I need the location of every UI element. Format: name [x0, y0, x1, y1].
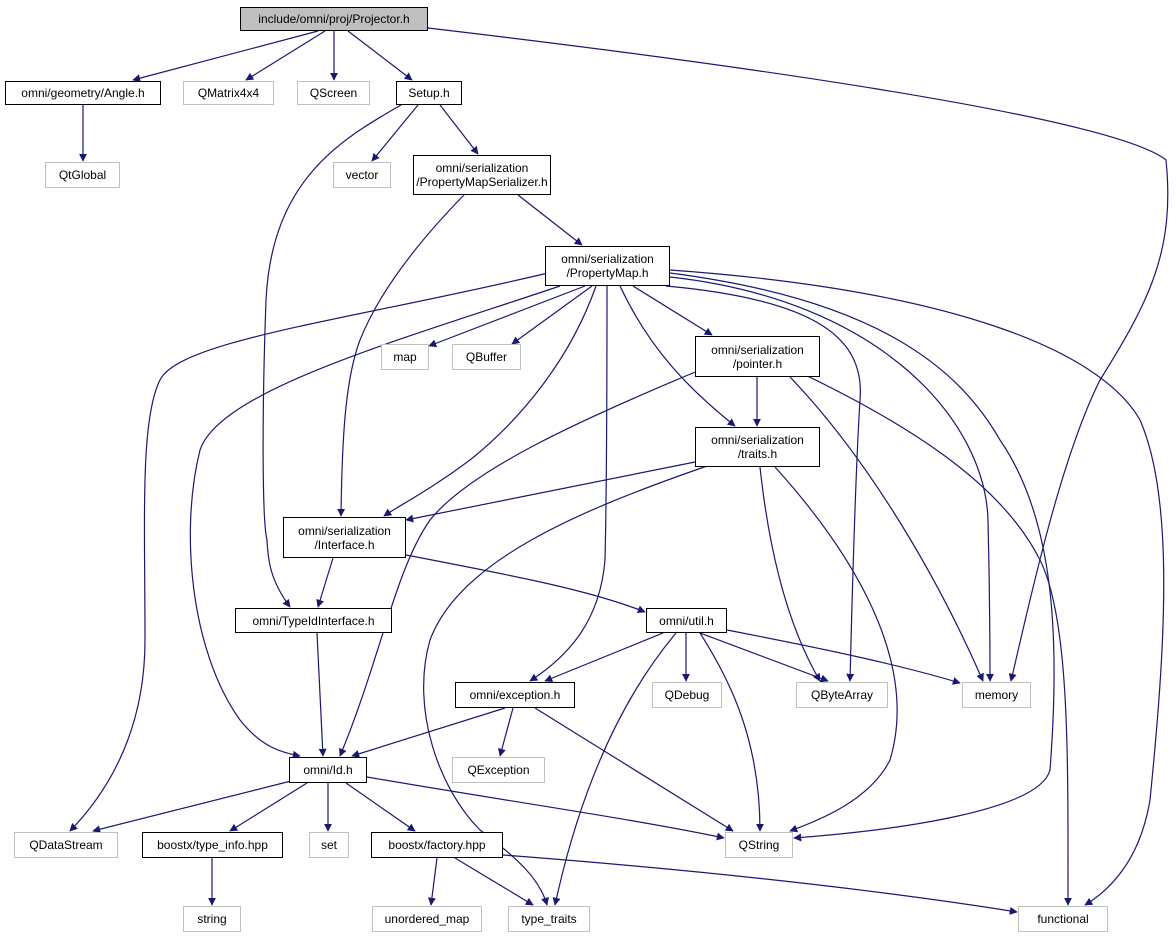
node-qdatastream[interactable]: QDataStream — [14, 832, 118, 858]
node-angle[interactable]: omni/geometry/Angle.h — [5, 81, 161, 105]
node-propertymap[interactable]: omni/serialization /PropertyMap.h — [545, 246, 670, 286]
edge-id-factory — [345, 782, 416, 832]
node-typeidinterface[interactable]: omni/TypeIdInterface.h — [235, 608, 392, 633]
node-setup[interactable]: Setup.h — [396, 81, 462, 105]
edge-id-qdatastream — [92, 780, 292, 834]
edge-factory-unordered_map — [427, 857, 438, 906]
edge-pms-interface — [337, 194, 465, 517]
edge-pointer-id — [339, 369, 701, 757]
node-qtglobal[interactable]: QtGlobal — [45, 162, 120, 188]
node-typeinfo[interactable]: boostx/type_info.hpp — [142, 832, 283, 858]
edge-pm-qdatastream — [69, 272, 549, 832]
edge-projector-setup — [347, 30, 413, 81]
node-projector[interactable]: include/omni/proj/Projector.h — [240, 7, 428, 31]
node-map[interactable]: map — [381, 344, 429, 370]
node-factory[interactable]: boostx/factory.hpp — [371, 832, 503, 858]
edge-pointer-memory — [789, 376, 984, 682]
node-qmatrix4x4[interactable]: QMatrix4x4 — [183, 81, 274, 105]
node-pointer[interactable]: omni/serialization /pointer.h — [695, 336, 820, 377]
edge-pm-memory — [669, 276, 994, 682]
node-string[interactable]: string — [183, 906, 241, 932]
node-exception[interactable]: omni/exception.h — [455, 682, 575, 708]
node-util[interactable]: omni/util.h — [646, 608, 727, 633]
edge-util-memory — [726, 629, 961, 685]
edge-util-qbytearray — [699, 632, 829, 683]
node-interface[interactable]: omni/serialization /Interface.h — [283, 517, 406, 558]
edge-id-qstring — [366, 776, 725, 841]
edge-factory-type_traits — [454, 857, 534, 906]
edge-projector-qmatrix — [245, 30, 326, 81]
edge-typeid-id — [316, 632, 327, 757]
node-set[interactable]: set — [309, 832, 349, 858]
edge-factory-functional — [502, 854, 1018, 915]
edge-exception-qexception — [498, 707, 514, 757]
edge-setup-vector — [371, 104, 419, 162]
edge-traits-interface — [405, 461, 696, 523]
edge-exception-qstring — [534, 707, 734, 832]
edge-pms-propertymap — [517, 194, 583, 246]
edge-pm-map — [428, 285, 586, 348]
node-qscreen[interactable]: QScreen — [297, 81, 370, 105]
edge-traits-qbytearray — [759, 466, 821, 682]
edge-pointer-functional — [794, 369, 1073, 906]
node-propertymapserializer[interactable]: omni/serialization /PropertyMapSerialize… — [413, 155, 551, 195]
edge-pm-qstring — [669, 272, 1055, 842]
edge-pm-qbuffer — [511, 285, 593, 345]
edge-pm-pointer — [632, 285, 713, 336]
node-qstring[interactable]: QString — [725, 832, 793, 858]
edge-interface-typeid — [316, 557, 334, 608]
node-qbuffer[interactable]: QBuffer — [452, 344, 521, 370]
edge-pm-exception — [529, 285, 608, 682]
edge-pm-traits — [619, 285, 736, 427]
edge-pm-interface — [383, 285, 597, 517]
node-vector[interactable]: vector — [333, 162, 391, 188]
node-qdebug[interactable]: QDebug — [652, 682, 722, 708]
edge-projector-angle — [132, 30, 319, 83]
edge-setup-typeid — [262, 104, 402, 608]
node-qbytearray[interactable]: QByteArray — [796, 682, 888, 708]
edge-setup-pms — [439, 104, 479, 155]
node-functional[interactable]: functional — [1018, 906, 1108, 932]
edge-interface-util — [405, 554, 646, 614]
edge-projector-memory — [427, 27, 1169, 682]
node-id[interactable]: omni/Id.h — [289, 757, 367, 783]
edge-pm-qbytearray — [665, 285, 861, 682]
node-type-traits[interactable]: type_traits — [508, 906, 590, 932]
edge-pm-functional — [669, 269, 1165, 906]
node-unordered-map[interactable]: unordered_map — [372, 906, 482, 932]
edge-util-exception — [544, 632, 664, 682]
edge-traits-qstring — [774, 466, 898, 833]
node-traits[interactable]: omni/serialization /traits.h — [695, 427, 820, 467]
node-memory[interactable]: memory — [962, 682, 1031, 708]
edge-id-typeinfo — [229, 782, 308, 832]
edge-util-qstring — [699, 632, 764, 832]
edge-exception-id — [351, 707, 506, 758]
node-qexception[interactable]: QException — [452, 757, 545, 783]
